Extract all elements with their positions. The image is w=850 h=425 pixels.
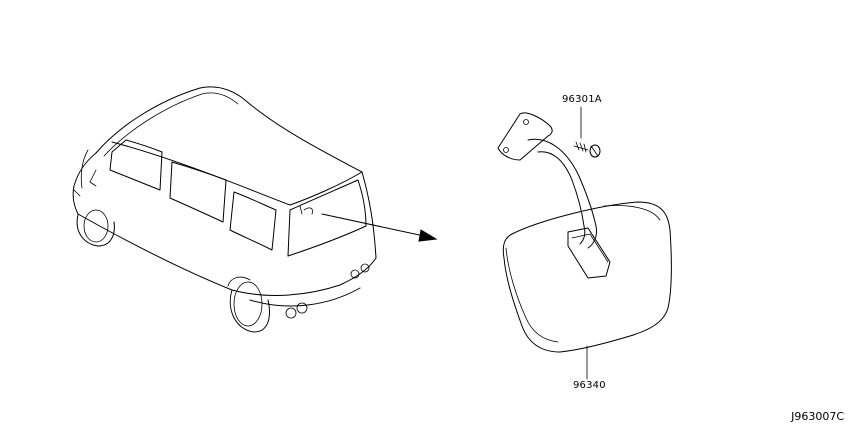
part-number-screw: 96301A [562,94,602,105]
arrow-right-icon [321,213,438,242]
rear-mirror-assembly-icon [497,112,672,380]
part-number-mirror: 96340 [573,380,606,391]
screw-icon [573,106,601,158]
van-rear-view-icon [72,86,377,333]
diagram-code: J963007C [791,410,844,423]
